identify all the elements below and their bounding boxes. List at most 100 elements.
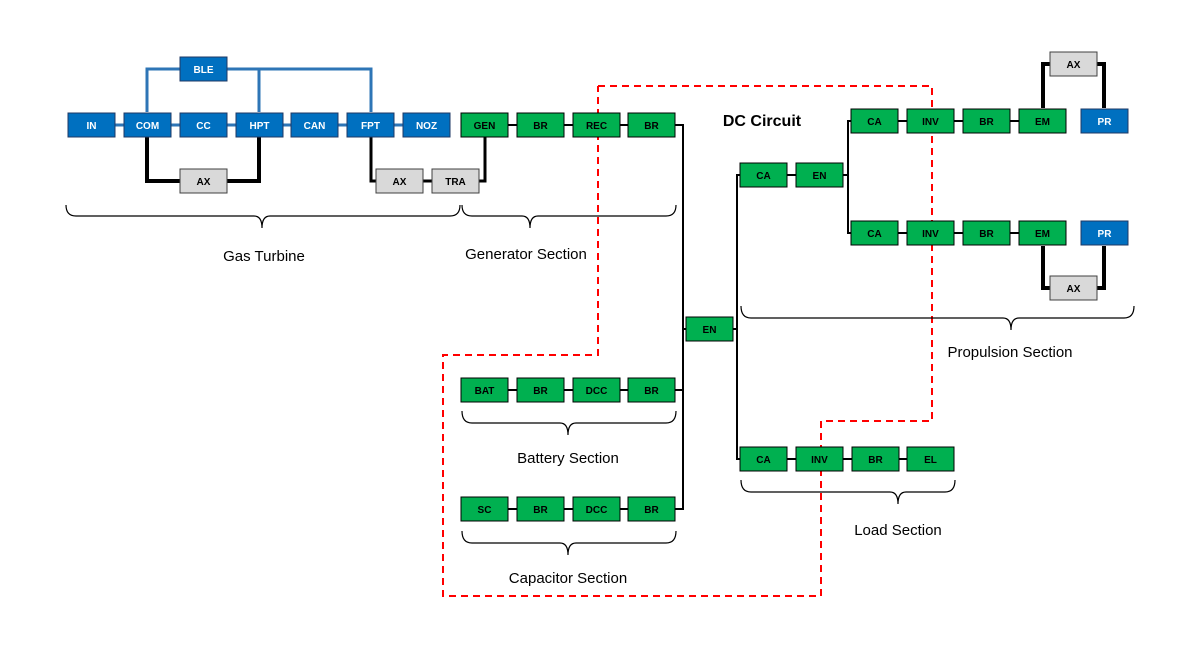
node-label: FPT <box>361 121 380 132</box>
bracket-propulsion <box>740 305 1135 331</box>
node-cap-dcc[interactable]: DCC <box>572 496 621 522</box>
node-prop-bot-inv[interactable]: INV <box>906 220 955 246</box>
node-prop-top-em[interactable]: EM <box>1018 108 1067 134</box>
node-gt-ax[interactable]: AX <box>179 168 228 194</box>
node-label: PR <box>1098 117 1113 128</box>
node-label: AX <box>1067 284 1081 295</box>
node-noz[interactable]: NOZ <box>402 112 451 138</box>
node-label: COM <box>136 121 159 132</box>
node-label: BR <box>644 386 659 397</box>
node-cap-br2[interactable]: BR <box>627 496 676 522</box>
node-cc[interactable]: CC <box>179 112 228 138</box>
generator-nodes: GEN BR REC BR <box>460 112 676 138</box>
source-bus <box>675 124 684 510</box>
node-fpt-ax[interactable]: AX <box>375 168 424 194</box>
label-gas-turbine: Gas Turbine <box>223 248 305 265</box>
bracket-gas-turbine <box>65 204 461 229</box>
node-gen-br1[interactable]: BR <box>516 112 565 138</box>
node-cap-br1[interactable]: BR <box>516 496 565 522</box>
node-prop-en[interactable]: EN <box>795 162 844 188</box>
node-load-ca[interactable]: CA <box>739 446 788 472</box>
label-load: Load Section <box>854 522 942 539</box>
node-hpt[interactable]: HPT <box>235 112 284 138</box>
node-label: CA <box>867 117 881 128</box>
node-label: REC <box>586 121 607 132</box>
load-nodes: CA INV BR EL <box>739 446 955 472</box>
node-bat-br2[interactable]: BR <box>627 377 676 403</box>
label-battery: Battery Section <box>517 450 619 467</box>
node-load-inv[interactable]: INV <box>795 446 844 472</box>
node-label: PR <box>1098 229 1113 240</box>
node-label: BR <box>644 505 659 516</box>
node-label: INV <box>811 455 828 466</box>
node-label: DCC <box>586 386 608 397</box>
node-label: INV <box>922 117 939 128</box>
node-sc[interactable]: SC <box>460 496 509 522</box>
node-rec[interactable]: REC <box>572 112 621 138</box>
node-bat[interactable]: BAT <box>460 377 509 403</box>
main-en-node[interactable]: EN <box>685 316 734 342</box>
node-load-el[interactable]: EL <box>906 446 955 472</box>
node-fpt[interactable]: FPT <box>346 112 395 138</box>
dist-bus <box>736 174 740 460</box>
node-prop-top-ca[interactable]: CA <box>850 108 899 134</box>
label-generator: Generator Section <box>465 246 587 263</box>
node-prop-ca[interactable]: CA <box>739 162 788 188</box>
node-label: AX <box>393 177 407 188</box>
node-prop-bot-pr[interactable]: PR <box>1080 220 1129 246</box>
node-prop-bot-ca[interactable]: CA <box>850 220 899 246</box>
node-label: CC <box>196 121 210 132</box>
battery-nodes: BAT BR DCC BR <box>460 377 676 403</box>
node-label: CA <box>867 229 881 240</box>
node-label: AX <box>197 177 211 188</box>
node-label: BR <box>979 229 994 240</box>
node-label: GEN <box>474 121 496 132</box>
node-bat-dcc[interactable]: DCC <box>572 377 621 403</box>
node-prop-bot-br[interactable]: BR <box>962 220 1011 246</box>
node-gen-br2[interactable]: BR <box>627 112 676 138</box>
node-label: EL <box>924 455 937 466</box>
node-label: CA <box>756 171 770 182</box>
node-tra[interactable]: TRA <box>431 168 480 194</box>
node-label: BR <box>533 505 548 516</box>
node-in[interactable]: IN <box>67 112 116 138</box>
node-label: BR <box>868 455 883 466</box>
node-prop-bot-ax[interactable]: AX <box>1049 275 1098 301</box>
node-load-br[interactable]: BR <box>851 446 900 472</box>
node-label: EN <box>703 325 717 336</box>
node-label: BLE <box>194 65 214 76</box>
fpt-tra-gen-line <box>369 137 487 183</box>
section-brackets <box>65 204 1135 556</box>
node-label: HPT <box>250 121 270 132</box>
dc-circuit-title: DC Circuit <box>723 113 802 130</box>
capacitor-nodes: SC BR DCC BR <box>460 496 676 522</box>
node-label: IN <box>87 121 97 132</box>
node-label: BAT <box>475 386 495 397</box>
label-capacitor: Capacitor Section <box>509 570 627 587</box>
bracket-load <box>740 479 956 505</box>
node-label: EM <box>1035 229 1050 240</box>
node-ble[interactable]: BLE <box>179 56 228 82</box>
node-com[interactable]: COM <box>123 112 172 138</box>
node-label: CA <box>756 455 770 466</box>
bracket-battery <box>461 410 677 436</box>
gas-turbine-nodes: IN COM CC HPT CAN FPT NOZ BLE AX AX TRA <box>67 56 480 194</box>
node-label: BR <box>979 117 994 128</box>
node-can[interactable]: CAN <box>290 112 339 138</box>
node-prop-bot-em[interactable]: EM <box>1018 220 1067 246</box>
node-prop-top-br[interactable]: BR <box>962 108 1011 134</box>
node-prop-top-pr[interactable]: PR <box>1080 108 1129 134</box>
node-gen[interactable]: GEN <box>460 112 509 138</box>
node-prop-top-ax[interactable]: AX <box>1049 51 1098 77</box>
node-label: INV <box>922 229 939 240</box>
propulsion-nodes: CA EN CA INV BR EM PR AX CA INV BR EM PR… <box>739 51 1129 301</box>
node-prop-top-inv[interactable]: INV <box>906 108 955 134</box>
node-label: EN <box>813 171 827 182</box>
node-label: DCC <box>586 505 608 516</box>
node-bat-br1[interactable]: BR <box>516 377 565 403</box>
node-label: BR <box>644 121 659 132</box>
label-propulsion: Propulsion Section <box>947 344 1072 361</box>
node-label: BR <box>533 121 548 132</box>
